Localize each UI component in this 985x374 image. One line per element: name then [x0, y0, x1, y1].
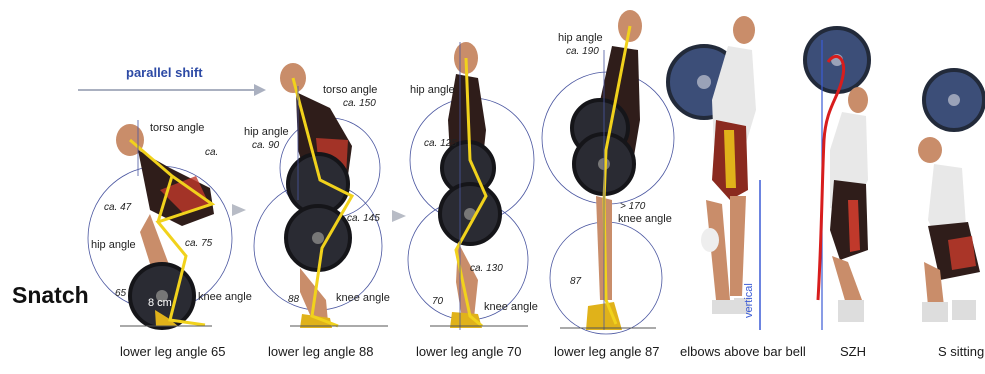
hip-angle-value: ca. 90 [252, 140, 280, 151]
lower-leg-angle-value: 65 [115, 288, 127, 299]
figure-s-sitting: S sitting [918, 70, 984, 359]
shoe [922, 302, 948, 322]
diagram-title: Snatch [12, 282, 89, 308]
figure-caption: lower leg angle 87 [554, 344, 660, 359]
hip-angle-label: hip angle [244, 126, 289, 138]
singlet-stripe [948, 236, 976, 270]
athlete-head [848, 87, 868, 113]
knee-angle-value: ca. 75 [185, 238, 213, 249]
lower-leg-angle-value: 88 [288, 294, 300, 305]
athlete-leg-right [730, 196, 746, 296]
torso-angle-value: ca. [205, 147, 218, 158]
knee-wrap [701, 228, 719, 252]
sequence-arrow-1 [232, 204, 246, 216]
figure-caption: S sitting [938, 344, 984, 359]
hip-angle-value: ca. 190 [566, 46, 599, 57]
hip-angle-value: ca. 125 [424, 138, 457, 149]
parallel-shift-arrowhead [254, 84, 266, 96]
hip-angle-value: ca. 47 [104, 202, 132, 213]
figure-full-extension: hip angle ca. 190 > 170 knee angle 87 lo… [542, 10, 674, 359]
barbell-hub [948, 94, 960, 106]
sequence-arrow-2 [392, 210, 406, 222]
parallel-shift-label: parallel shift [126, 65, 203, 80]
figure-first-pull: torso angle ca. 150 hip angle ca. 90 ca.… [244, 63, 390, 359]
figure-caption: elbows above bar bell [680, 344, 806, 359]
knee-angle-value: ca. 130 [470, 263, 503, 274]
figure-caption: lower leg angle 70 [416, 344, 522, 359]
shoe [952, 300, 976, 320]
hip-angle-label: hip angle [558, 32, 603, 44]
vertical-label: vertical [743, 283, 755, 318]
singlet-stripe [848, 200, 860, 252]
athlete-leg [832, 256, 862, 304]
knee-angle-label: knee angle [484, 301, 538, 313]
figure-caption: SZH [840, 344, 866, 359]
figure-elbows-above-bar: vertical elbows above bar bell [668, 16, 806, 359]
singlet-stripe [724, 130, 736, 188]
knee-angle-value: ca. 145 [347, 213, 380, 224]
knee-angle-label: knee angle [618, 213, 672, 225]
lower-leg-angle-value: 87 [570, 276, 582, 287]
knee-angle-value: > 170 [620, 201, 646, 212]
shoe [712, 300, 734, 314]
figure-transition: hip angle ca. 125 ca. 130 70 knee angle … [408, 42, 538, 359]
knee-angle-label: knee angle [198, 291, 252, 303]
torso-angle-label: torso angle [323, 84, 377, 96]
lower-leg-angle-value: 70 [432, 296, 444, 307]
bar-height-label: 8 cm [148, 297, 172, 309]
figure-szh: SZH [805, 28, 869, 359]
torso-angle-value: ca. 150 [343, 98, 376, 109]
figure-caption: lower leg angle 65 [120, 344, 226, 359]
barbell-hub [697, 75, 711, 89]
athlete-head [918, 137, 942, 163]
figure-caption: lower leg angle 88 [268, 344, 374, 359]
torso-angle-label: torso angle [150, 122, 204, 134]
figure-start-position: torso angle ca. ca. 47 hip angle ca. 75 … [88, 120, 252, 359]
knee-angle-label: knee angle [336, 292, 390, 304]
barbell-hub [312, 232, 324, 244]
shoe [838, 300, 864, 322]
hip-angle-label: hip angle [91, 239, 136, 251]
hip-angle-label: hip angle [410, 84, 455, 96]
athlete-head [733, 16, 755, 44]
